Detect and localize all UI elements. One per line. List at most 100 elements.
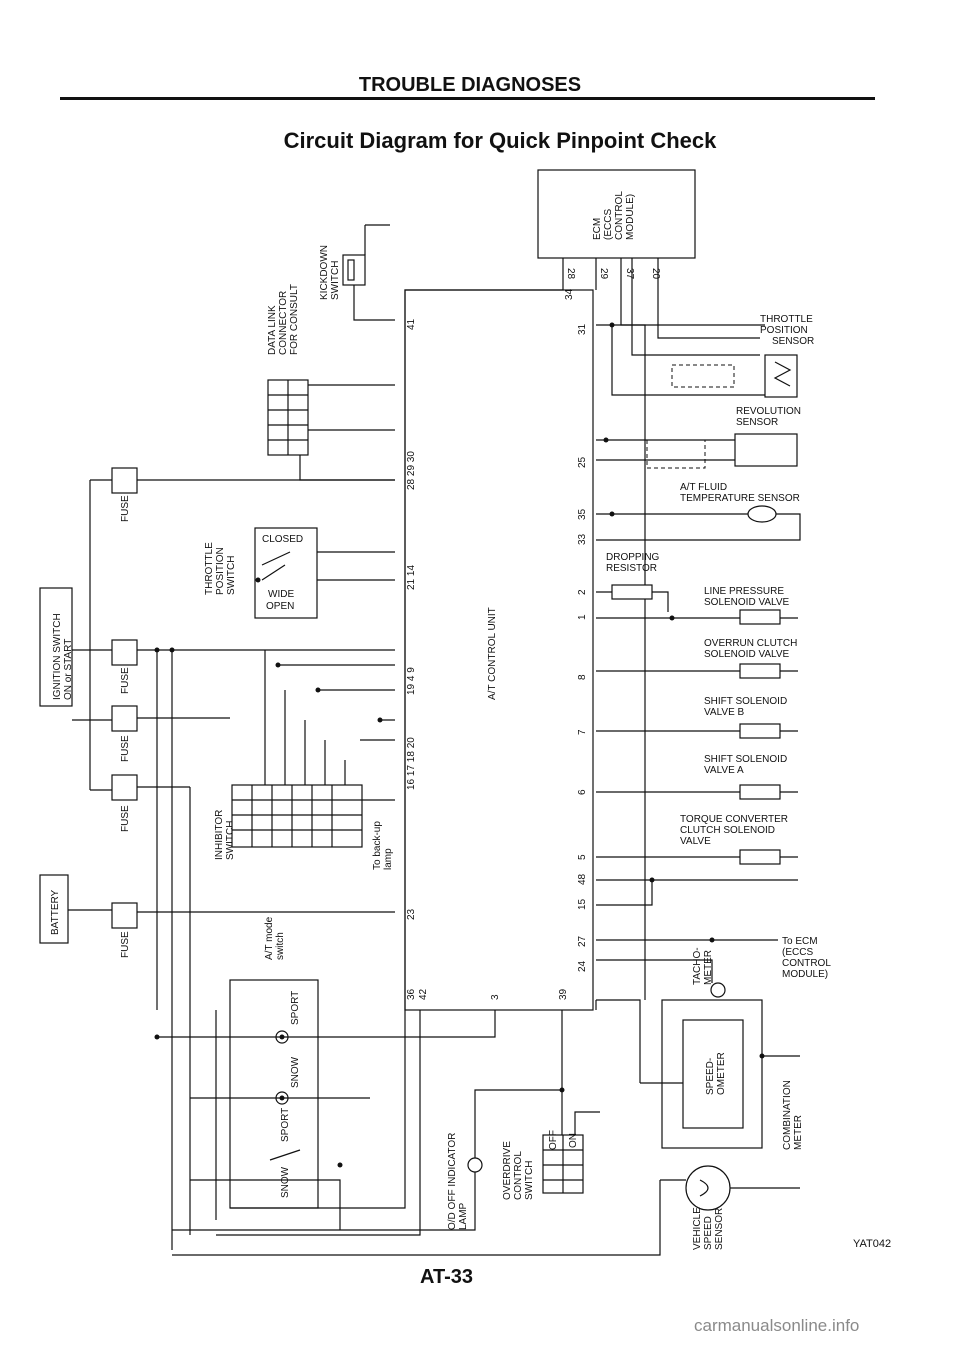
svg-text:SPORT: SPORT [280,1108,291,1142]
shift-solenoid-a: SHIFT SOLENOID VALVE A [596,754,798,800]
svg-text:OVERRUN CLUTCH: OVERRUN CLUTCH [704,638,797,649]
svg-text:1: 1 [577,614,588,620]
svg-text:7: 7 [577,729,588,735]
svg-text:A/T mode: A/T mode [264,916,275,960]
svg-text:POSITION: POSITION [215,547,226,595]
ecm-box [537,169,696,259]
svg-text:36: 36 [406,988,417,1000]
inhibitor-switch: INHIBITOR SWITCH [214,650,395,860]
svg-text:LAMP: LAMP [458,1202,469,1230]
svg-text:DATA LINK: DATA LINK [267,305,278,355]
svg-text:16 17 18 20: 16 17 18 20 [406,737,417,790]
svg-text:TEMPERATURE SENSOR: TEMPERATURE SENSOR [680,493,800,504]
page-subtitle: Circuit Diagram for Quick Pinpoint Check [283,128,717,153]
svg-text:ON or START: ON or START [63,639,74,700]
svg-text:VEHICLE: VEHICLE [692,1207,703,1250]
svg-text:27: 27 [577,935,588,947]
svg-text:SHIFT SOLENOID: SHIFT SOLENOID [704,696,787,707]
svg-text:VALVE A: VALVE A [704,765,744,776]
svg-text:RESISTOR: RESISTOR [606,563,657,574]
fluid-temperature-sensor: A/T FLUID TEMPERATURE SENSOR [596,482,801,541]
svg-text:31: 31 [577,323,588,335]
svg-text:THROTTLE: THROTTLE [204,542,215,595]
svg-text:FUSE: FUSE [120,495,131,522]
revolution-sensor: REVOLUTION SENSOR [596,406,801,469]
to-ecm-label: To ECM (ECCS CONTROL MODULE) [596,936,831,980]
svg-text:A/T FLUID: A/T FLUID [680,482,727,493]
svg-text:28 29 30: 28 29 30 [406,451,417,490]
svg-text:35: 35 [577,508,588,520]
svg-text:(ECCS: (ECCS [603,209,614,240]
svg-text:SENSOR: SENSOR [714,1208,725,1250]
dropping-resistor: DROPPING RESISTOR [596,552,669,612]
svg-text:REVOLUTION: REVOLUTION [736,406,801,417]
svg-text:CLUTCH SOLENOID: CLUTCH SOLENOID [680,825,775,836]
svg-text:6: 6 [577,789,588,795]
shift-solenoid-b: SHIFT SOLENOID VALVE B [596,696,798,739]
svg-text:METER: METER [703,950,714,985]
at-cu-left-pins: 41 28 29 30 21 14 19 4 9 16 17 18 20 23 … [275,318,569,1000]
battery: BATTERY [39,874,69,944]
header-rule [60,97,875,100]
svg-text:48: 48 [577,873,588,885]
svg-text:DROPPING: DROPPING [606,552,660,563]
svg-text:SOLENOID VALVE: SOLENOID VALVE [704,597,790,608]
svg-text:SPEED: SPEED [703,1216,714,1250]
svg-text:SNOW: SNOW [280,1166,291,1198]
svg-text:FUSE: FUSE [120,805,131,832]
svg-text:To ECM: To ECM [782,936,818,947]
tachometer: TACHO- METER [596,947,726,998]
at-control-unit-label: A/T CONTROL UNIT [487,607,498,700]
svg-text:3: 3 [490,994,501,1000]
svg-text:CLOSED: CLOSED [262,534,303,545]
throttle-position-sensor: THROTTLE POSITION SENSOR [596,314,814,398]
svg-text:FUSE: FUSE [120,931,131,958]
svg-text:SHIFT SOLENOID: SHIFT SOLENOID [704,754,787,765]
fuses: FUSE FUSE FUSE FUSE FUSE [68,467,395,1250]
svg-text:(ECCS: (ECCS [782,947,813,958]
figure-code: YAT042 [853,1238,892,1250]
svg-text:FUSE: FUSE [120,735,131,762]
svg-text:29: 29 [598,268,609,280]
svg-text:OFF: OFF [548,1130,559,1150]
torque-converter-solenoid: TORQUE CONVERTER CLUTCH SOLENOID VALVE [596,814,798,906]
svg-text:OPEN: OPEN [266,601,294,612]
svg-text:ON: ON [568,1133,579,1148]
svg-text:FUSE: FUSE [120,667,131,694]
svg-text:TACHO-: TACHO- [692,947,703,985]
svg-text:SWITCH: SWITCH [524,1161,535,1200]
svg-text:VALVE: VALVE [680,836,711,847]
svg-text:COMBINATION: COMBINATION [782,1080,793,1150]
kickdown-switch: KICKDOWN SWITCH [319,224,395,321]
svg-text:CONTROL: CONTROL [513,1151,524,1200]
svg-text:WIDE: WIDE [268,589,294,600]
svg-text:INHIBITOR: INHIBITOR [214,810,225,860]
svg-text:SWITCH: SWITCH [330,261,341,300]
page-title: TROUBLE DIAGNOSES [358,74,582,96]
ecm-label: ECM (ECCS CONTROL MODULE) [592,191,636,240]
overrun-clutch-solenoid: OVERRUN CLUTCH SOLENOID VALVE [596,638,798,679]
svg-text:CONNECTOR: CONNECTOR [278,291,289,355]
svg-text:8: 8 [577,674,588,680]
svg-text:KICKDOWN: KICKDOWN [319,245,330,300]
svg-text:BATTERY: BATTERY [50,889,61,935]
svg-text:SENSOR: SENSOR [736,417,778,428]
svg-text:28: 28 [565,268,576,280]
svg-text:switch: switch [275,932,286,960]
page-number: AT-33 [420,1266,473,1288]
svg-text:LINE PRESSURE: LINE PRESSURE [704,586,784,597]
svg-text:SWITCH: SWITCH [225,821,236,860]
combination-meter: SPEED- OMETER COMBINATION METER [640,999,804,1150]
at-mode-switch: A/T mode switch SPORT SNOW SNOW SPORT [154,916,496,1230]
svg-text:SOLENOID VALVE: SOLENOID VALVE [704,649,790,660]
svg-text:SPEED-: SPEED- [705,1058,716,1095]
watermark: carmanualsonline.info [694,1316,860,1335]
svg-text:41: 41 [406,318,417,330]
ecm-wires [404,258,760,1010]
svg-text:23: 23 [406,908,417,920]
svg-text:5: 5 [577,854,588,860]
svg-text:VALVE B: VALVE B [704,707,745,718]
overdrive-control-switch: OVERDRIVE CONTROL SWITCH OFF ON [502,1010,600,1200]
